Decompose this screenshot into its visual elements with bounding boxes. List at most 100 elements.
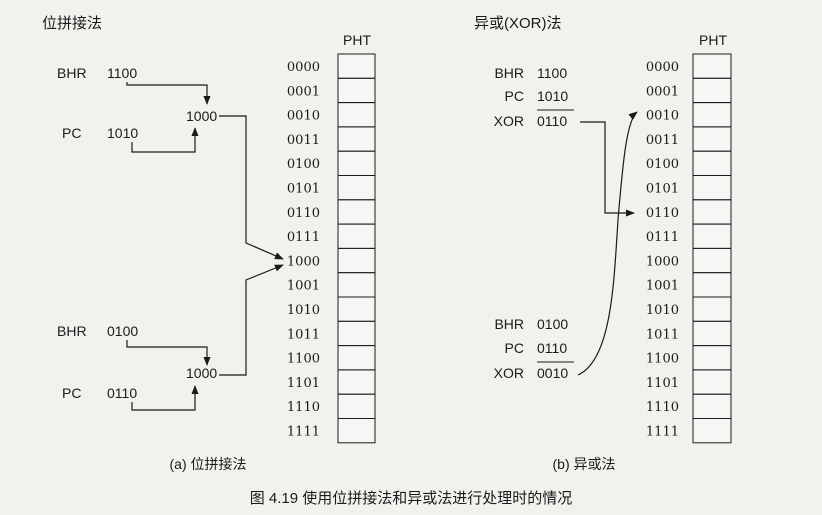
panel-b-index-label: 1010 [646,303,679,318]
panel-b-index-label: 0010 [646,109,679,124]
panel-a-lower-bhr-label: BHR [57,323,87,339]
panel-a-pht-row [337,126,376,152]
panel-b-index-label: 1100 [646,352,679,367]
panel-b-pht-row [692,393,732,420]
panel-a-index-label: 1010 [287,303,320,318]
panel-b-index-label: 1000 [646,254,679,269]
panel-a-index-label: 0000 [287,60,320,75]
panel-a-upper-bhr-value: 1100 [107,65,137,81]
panel-a-upper-pc-value: 1010 [107,125,138,141]
panel-b-lower-pc-value: 0110 [537,340,567,356]
panel-b-pht-row [692,223,732,249]
panel-b-upper-xor-value: 0110 [537,113,567,129]
panel-a-index-label: 0110 [287,206,320,221]
panel-b-index-label: 0111 [646,230,679,245]
panel-a-pht-row [337,53,376,79]
panel-a-pht-row [337,369,376,395]
panel-b-pht-row [692,126,732,152]
panel-a-caption: (a) 位拼接法 [170,456,247,472]
panel-a-pht-row [337,393,376,420]
panel-a-lower-pc-label: PC [62,385,81,401]
panel-b-lower-xor-label: XOR [494,365,524,381]
panel-b-upper-pc-value: 1010 [537,88,568,104]
lower-index-arrow [219,264,284,376]
panel-a-lower-pc-value: 0110 [107,385,137,401]
panel-a-pht-row [337,320,376,347]
panel-a-index-label: 0010 [287,109,320,124]
panel-b-pht-row [692,320,732,347]
panel-a-upper-result: 1000 [186,108,217,124]
panel-a-title: 位拼接法 [42,15,102,32]
panel-a-pht-row [337,223,376,249]
panel-b-index-label: 1101 [646,376,679,391]
panel-b-caption: (b) 异或法 [553,456,616,472]
bhr-to-concat-arrow [126,82,211,105]
panel-b-pht-row [692,296,732,322]
panel-b-pht-row [692,102,732,128]
pc-to-concat-arrow-lower [131,385,199,411]
panel-a-index-label: 1111 [287,425,320,440]
panel-b-pht-row [692,199,732,225]
panel-b-index-label: 1110 [646,400,679,415]
panel-a-lower-bhr-value: 0100 [107,323,138,339]
figure-caption: 图 4.19 使用位拼接法和异或法进行处理时的情况 [250,490,573,507]
panel-a-pht-table [337,53,376,444]
panel-b-pht-row [692,247,732,274]
bhr-to-concat-arrow-lower [126,340,211,366]
panel-a-index-label: 0101 [287,182,320,197]
panel-b-index-label: 1111 [646,425,679,440]
panel-a-pht-row [337,418,376,444]
panel-a-index-label: 0001 [287,84,320,99]
panel-a-pht-row [337,296,376,322]
panel-b-title: 异或(XOR)法 [474,15,562,32]
panel-a-index-label: 1000 [287,254,320,269]
panel-a-lower-result: 1000 [186,365,217,381]
panel-a-pht-label: PHT [343,32,371,48]
panel-b-index-label: 0110 [646,206,679,221]
panel-a-upper-bhr-label: BHR [57,65,87,81]
panel-b-index-label: 0000 [646,60,679,75]
panel-a-upper-pc-label: PC [62,125,81,141]
panel-a-pht-row [337,345,376,371]
panel-a-index-label: 1101 [287,376,320,391]
panel-a-pht-row [337,77,376,104]
panel-b-index-label: 0011 [646,133,679,148]
panel-a-index-list: 0000 0001 0010 0011 0100 0101 0110 0111 1000 1001… [287,60,320,440]
panel-a-index-label: 0100 [287,157,320,172]
panel-b: 异或(XOR)法 BHR 1100 PC 1010 XOR 0110 BHR 0… [474,15,732,472]
panel-b-pht-row [692,418,732,444]
panel-a-index-label: 1011 [287,327,320,342]
panel-a-pht-row [337,175,376,201]
panel-b-index-label: 0101 [646,182,679,197]
panel-b-index-list: 0000000100100011010001010110011110001001… [646,60,679,440]
panel-b-lower-xor-value: 0010 [537,365,568,381]
panel-a-pht-row [337,150,376,176]
panel-b-index-label: 1011 [646,327,679,342]
panel-a-index-label: 1110 [287,400,320,415]
panel-a-pht-row [337,102,376,128]
panel-b-index-label: 1001 [646,279,679,294]
panel-b-pht-row [692,175,732,201]
upper-index-arrow [219,115,284,260]
panel-a-index-label: 0111 [287,230,320,245]
panel-b-upper-pc-label: PC [505,88,524,104]
xor-upper-index-arrow [580,121,635,217]
xor-lower-index-arrow [577,111,638,376]
panel-b-upper-bhr-label: BHR [494,65,524,81]
panel-a-index-label: 0011 [287,133,320,148]
panel-b-lower-bhr-label: BHR [494,316,524,332]
panel-b-pht-row [692,53,732,79]
panel-b-lower-bhr-value: 0100 [537,316,568,332]
panel-a: 位拼接法 BHR 1100 PC 1010 1000 BHR 0100 PC 0… [42,15,376,472]
panel-b-index-label: 0100 [646,157,679,172]
panel-b-pht-label: PHT [699,32,727,48]
panel-b-upper-bhr-value: 1100 [537,65,567,81]
panel-a-pht-row [337,199,376,225]
panel-b-lower-pc-label: PC [505,340,524,356]
panel-b-pht-row [692,272,732,298]
panel-b-pht-row [692,150,732,176]
panel-b-pht-row [692,369,732,395]
panel-b-pht-table [692,53,732,444]
panel-a-index-label: 1001 [287,279,320,294]
